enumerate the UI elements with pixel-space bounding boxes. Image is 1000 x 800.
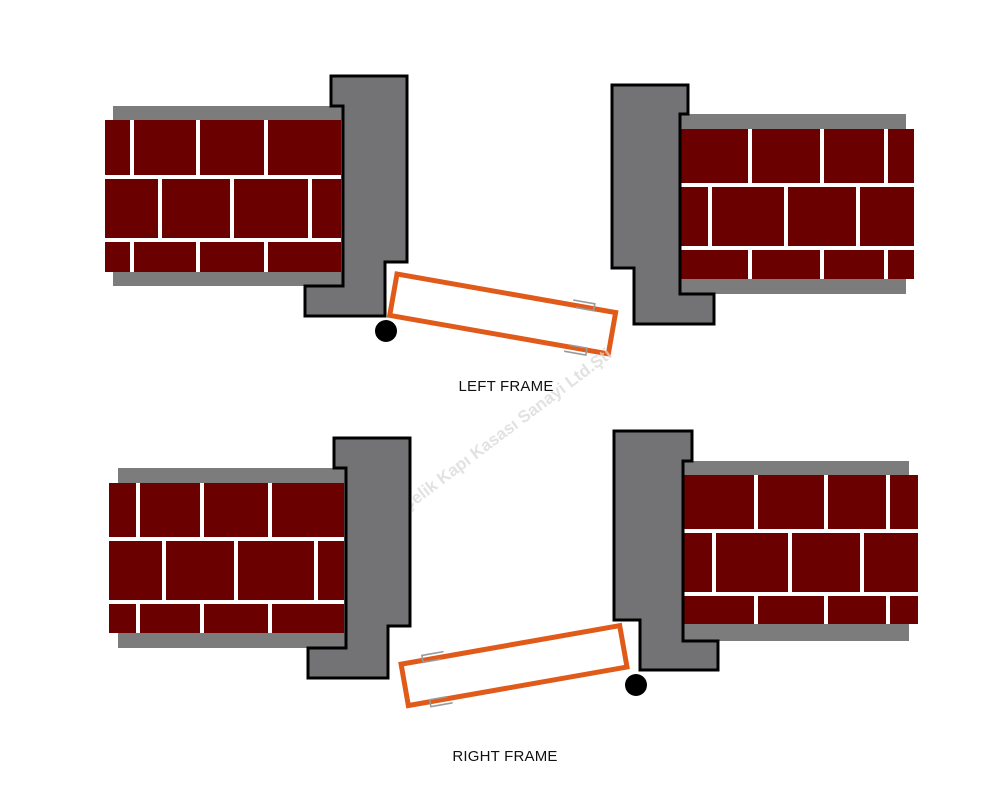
door-leaf-outline xyxy=(398,622,630,709)
brick-courses xyxy=(680,129,914,279)
right-frame-caption: RIGHT FRAME xyxy=(452,748,557,765)
left-frame-figure: LEFT FRAME xyxy=(105,74,914,395)
door-clip-icon xyxy=(420,650,453,708)
door-clip-icon xyxy=(563,299,596,356)
right-frame-figure: RIGHT FRAME xyxy=(109,429,918,765)
frame-profile-top-right xyxy=(610,83,716,326)
door-leaf-outline xyxy=(386,271,619,357)
left-frame-caption: LEFT FRAME xyxy=(458,378,553,395)
hinge-pivot-icon xyxy=(625,674,647,696)
wall-bottom-left xyxy=(109,468,346,648)
wall-top-left xyxy=(105,106,343,286)
wall-bottom-right xyxy=(683,461,918,641)
door-leaf-bottom xyxy=(398,622,630,709)
mortar-lines xyxy=(109,483,344,633)
door-leaf-top xyxy=(386,271,619,357)
mortar-lines xyxy=(683,475,918,624)
brick-courses xyxy=(683,475,918,624)
frame-profile-top-left xyxy=(303,74,409,318)
brick-courses xyxy=(109,483,344,633)
wall-top-right xyxy=(680,114,914,294)
hinge-pivot-icon xyxy=(375,320,397,342)
frame-profile-bottom-right xyxy=(612,429,720,672)
brick-courses xyxy=(105,120,341,272)
mortar-lines xyxy=(680,129,914,279)
frame-profile-bottom-left xyxy=(306,436,412,680)
mortar-lines xyxy=(105,120,341,272)
